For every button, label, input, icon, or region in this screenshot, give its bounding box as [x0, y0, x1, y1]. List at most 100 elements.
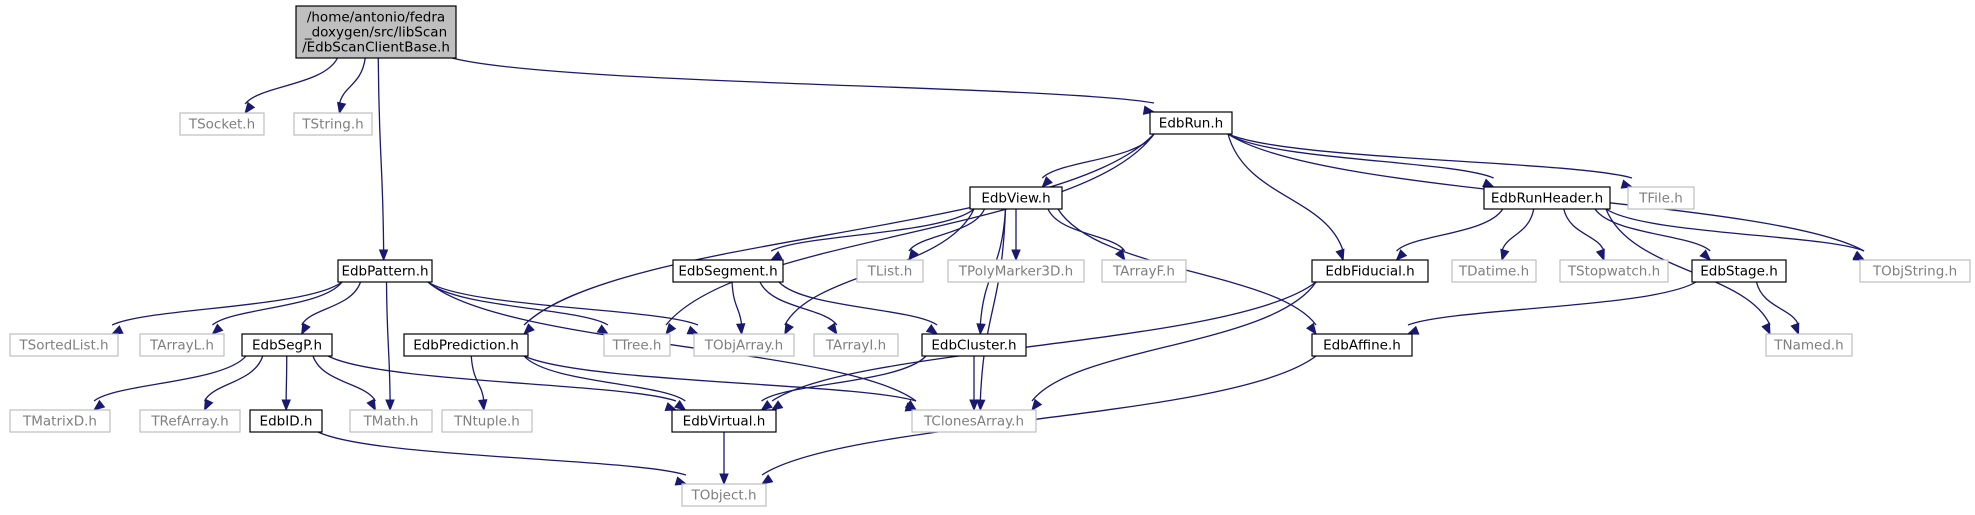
node-tmath: TMath.h [349, 409, 433, 433]
node-label-tobjarray: TObjArray.h [704, 338, 783, 354]
edge-edbfiducial-to-tclonesarray [1031, 281, 1317, 402]
edge-edbpattern-to-tarrayl [212, 281, 343, 326]
node-label-edbpattern: EdbPattern.h [341, 264, 428, 280]
node-edbid[interactable]: EdbID.h [249, 409, 323, 433]
node-box-tobjstring [1859, 259, 1971, 283]
node-tobject: TObject.h [681, 483, 767, 507]
node-box-root [295, 5, 457, 59]
arrowhead-edbfiducial-to-tclonesarray [1031, 398, 1043, 412]
node-label-tmatrixd: TMatrixD.h [22, 414, 97, 430]
edge-root-to-edbrun [451, 57, 1155, 104]
node-edbprediction[interactable]: EdbPrediction.h [403, 333, 529, 357]
node-tsortedlist: TSortedList.h [9, 333, 119, 357]
node-tarrayl: TArrayL.h [139, 333, 225, 357]
arrowhead-edbview-to-tpolymarker3d [1011, 249, 1021, 262]
node-box-tsortedlist [9, 333, 119, 357]
node-label-tsocket: TSocket.h [188, 117, 255, 133]
edge-edbprediction-to-tntuple [470, 355, 485, 402]
arrowhead-edbid-to-tobject [674, 476, 688, 486]
node-box-tfile [1627, 186, 1695, 210]
edge-edbcluster-to-edbvirtual [761, 355, 927, 402]
node-label-root: /home/antonio/fedra [307, 10, 445, 26]
arrowhead-edbview-to-tclonesarray [975, 399, 986, 412]
node-label-trefarray: TRefArray.h [150, 414, 228, 430]
node-edbview[interactable]: EdbView.h [969, 186, 1063, 210]
node-box-tobject [681, 483, 767, 507]
node-label-tnamed: TNamed.h [1773, 338, 1844, 354]
node-label-ttree: TTree.h [612, 338, 662, 354]
node-tstring: TString.h [293, 112, 373, 136]
node-edbrun[interactable]: EdbRun.h [1149, 111, 1233, 135]
edge-edbview-to-edbaffine [1057, 208, 1317, 326]
arrowhead-root-to-edbpattern [378, 249, 389, 262]
arrowhead-edbrunheader-to-edbfiducial [1395, 249, 1408, 261]
node-box-edbstage [1691, 259, 1787, 283]
edge-edbsegp-to-edbvirtual [327, 355, 677, 402]
node-box-tdatime [1451, 259, 1537, 283]
edge-edbrunheader-to-tstopwatch [1563, 208, 1605, 252]
edge-edbfiducial-to-edbvirtual [771, 281, 1317, 402]
node-root[interactable]: /home/antonio/fedra_doxygen/src/libScan/… [295, 5, 457, 59]
edge-root-to-edbpattern [377, 57, 385, 252]
node-edbvirtual[interactable]: EdbVirtual.h [671, 409, 777, 433]
edge-edbsegment-to-edbcluster [778, 281, 938, 326]
arrowhead-edbrun-to-tfile [1620, 179, 1634, 189]
node-box-edbvirtual [671, 409, 777, 433]
arrowhead-edbsegment-to-tobjarray [735, 323, 746, 336]
node-box-tarrayi [813, 333, 899, 357]
arrowhead-edbview-to-tobjarray [784, 322, 794, 336]
arrowhead-edbrunheader-to-tobjstring [1852, 251, 1866, 261]
arrowhead-edbvirtual-to-tobject [719, 473, 729, 486]
node-edbpattern[interactable]: EdbPattern.h [337, 259, 433, 283]
node-box-tntuple [441, 409, 533, 433]
node-box-edbcluster [921, 333, 1027, 357]
edge-edbrun-to-edbrunheader [1227, 133, 1494, 179]
node-tobjstring: TObjString.h [1859, 259, 1971, 283]
node-label-tarrayi: TArrayI.h [825, 338, 886, 354]
node-edbaffine[interactable]: EdbAffine.h [1311, 333, 1413, 357]
node-box-tarrayl [139, 333, 225, 357]
arrowhead-edbaffine-to-tobject [760, 474, 774, 485]
node-tobjarray: TObjArray.h [693, 333, 795, 357]
arrowhead-edbrun-to-ttree [665, 322, 677, 336]
arrowhead-edbpattern-to-tobjarray [686, 325, 700, 335]
node-edbstage[interactable]: EdbStage.h [1691, 259, 1787, 283]
node-label-edbcluster: EdbCluster.h [931, 338, 1016, 354]
node-edbrunheader[interactable]: EdbRunHeader.h [1483, 186, 1611, 210]
edge-edbrun-to-tfile [1227, 133, 1633, 179]
arrowhead-edbsegp-to-edbvirtual [664, 402, 678, 412]
nodes-layer: /home/antonio/fedra_doxygen/src/libScan/… [9, 5, 1971, 507]
arrowhead-edbview-to-edbsegment [770, 250, 783, 261]
node-edbfiducial[interactable]: EdbFiducial.h [1311, 259, 1429, 283]
node-label-edbsegment: EdbSegment.h [678, 264, 777, 280]
node-label-root: /EdbScanClientBase.h [302, 40, 450, 56]
node-label-edbaffine: EdbAffine.h [1323, 338, 1401, 354]
arrowhead-edbprediction-to-edbvirtual [674, 399, 687, 411]
edge-edbsegp-to-trefarray [203, 355, 264, 402]
edge-edbsegp-to-tmath [312, 355, 376, 402]
arrowhead-edbsegp-to-trefarray [203, 398, 214, 412]
node-box-edbrunheader [1483, 186, 1611, 210]
node-label-tfile: TFile.h [1638, 191, 1683, 207]
node-box-tmath [349, 409, 433, 433]
edge-edbsegp-to-edbid [285, 355, 288, 402]
arrowhead-edbsegment-to-tarrayi [826, 322, 838, 336]
node-box-edbaffine [1311, 333, 1413, 357]
arrowhead-edbsegp-to-tmatrixd [92, 399, 106, 411]
edge-edbview-to-tclonesarray [979, 208, 1007, 402]
node-edbsegment[interactable]: EdbSegment.h [672, 259, 784, 283]
edge-edbrun-to-edbview [1041, 133, 1155, 179]
node-edbcluster[interactable]: EdbCluster.h [921, 333, 1027, 357]
node-box-tnamed [1765, 333, 1853, 357]
arrowhead-edbstage-to-tnamed [1790, 322, 1800, 336]
node-edbsegp[interactable]: EdbSegP.h [241, 333, 333, 357]
node-box-tpolymarker3d [947, 259, 1085, 283]
node-label-root: _doxygen/src/libScan [304, 25, 447, 41]
node-box-edbid [249, 409, 323, 433]
node-label-edbview: EdbView.h [981, 191, 1050, 207]
edge-edbview-to-tlist [908, 208, 986, 252]
node-label-tstopwatch: TStopwatch.h [1567, 264, 1660, 280]
node-tntuple: TNtuple.h [441, 409, 533, 433]
node-box-tmatrixd [9, 409, 111, 433]
